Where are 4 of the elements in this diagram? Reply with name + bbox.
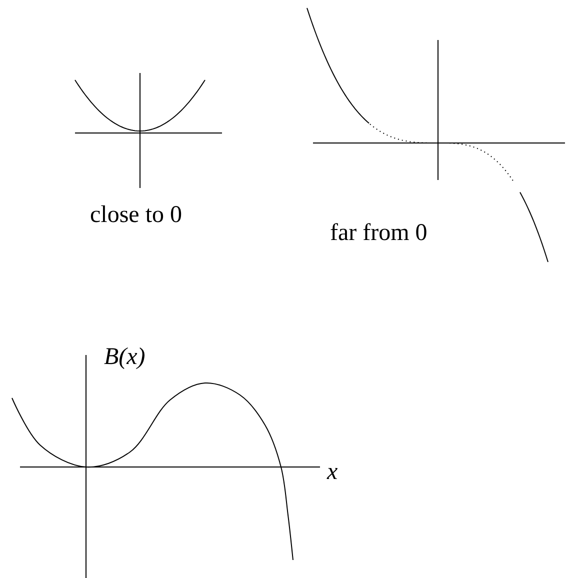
- axis-label: x: [327, 460, 338, 484]
- caption-text: far from 0: [330, 221, 428, 245]
- axis-label: B(x): [104, 345, 146, 369]
- caption-text: close to 0: [90, 203, 182, 227]
